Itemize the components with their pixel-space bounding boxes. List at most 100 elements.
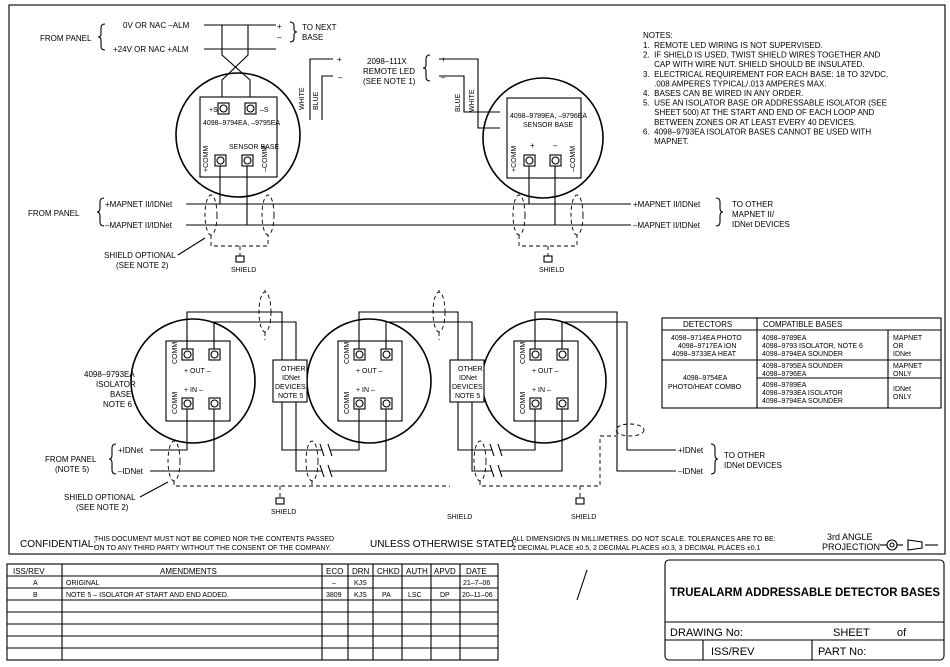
mcomm-label: –COMM bbox=[262, 146, 269, 172]
note-line: 6. 4098–9793EA ISOLATOR BASES CANNOT BE … bbox=[643, 127, 871, 136]
idnet-pos-label: +IDNet bbox=[678, 446, 704, 455]
terminal-screw bbox=[525, 156, 534, 165]
shield-ellipse bbox=[261, 194, 275, 236]
remote-led-label: (SEE NOTE 1) bbox=[363, 77, 416, 86]
minus-sign: – bbox=[338, 73, 343, 82]
note-line: 5. USE AN ISOLATOR BASE OR ADDRESSABLE I… bbox=[643, 99, 887, 108]
isolator-label: 4098–9793EA bbox=[84, 370, 135, 379]
to-other-label: TO OTHER bbox=[724, 451, 765, 460]
brace bbox=[289, 21, 298, 43]
shield-label: SHIELD bbox=[571, 514, 596, 521]
other-devices-label: IDNet bbox=[459, 375, 477, 382]
amend-header: DATE bbox=[466, 567, 487, 576]
shield-drain bbox=[518, 235, 578, 256]
white-wire bbox=[309, 58, 333, 120]
to-next-label: BASE bbox=[302, 33, 323, 42]
plus-sign: + bbox=[530, 141, 535, 150]
base-title: SENSOR BASE bbox=[229, 144, 280, 151]
out-label: + OUT – bbox=[356, 368, 383, 375]
projection-symbol-icon bbox=[880, 539, 938, 551]
wire bbox=[281, 402, 360, 451]
base-model-label: 4098–9794EA, –9795EA bbox=[203, 120, 280, 127]
table-cell: 4098–9717EA ION bbox=[678, 343, 736, 350]
wire-nut bbox=[575, 497, 585, 505]
to-other-label: TO OTHER bbox=[732, 200, 773, 209]
of-label: of bbox=[897, 627, 907, 639]
table-cell: 4098–9793EA ISOLATOR bbox=[762, 390, 843, 397]
shield-ellipse bbox=[305, 440, 319, 482]
note-line: 4. BASES CAN BE WIRED IN ANY ORDER. bbox=[643, 89, 803, 98]
shield-optional-label: SHIELD OPTIONAL bbox=[104, 251, 176, 260]
alm-pos-label: +24V OR NAC +ALM bbox=[113, 45, 189, 54]
base-title: SENSOR BASE bbox=[523, 122, 574, 129]
white-wire-right bbox=[439, 75, 500, 113]
drawing-title: TRUEALARM ADDRESSABLE DETECTOR BASES bbox=[670, 585, 940, 599]
title-block: TRUEALARM ADDRESSABLE DETECTOR BASES DRA… bbox=[664, 559, 945, 661]
note-line: 2. IF SHIELD IS USED, TWIST SHIELD WIRES… bbox=[643, 51, 880, 60]
amend-header: ISS/REV bbox=[13, 567, 45, 576]
note-line: .008 AMPERES TYPICAL/.013 AMPERES MAX. bbox=[643, 79, 826, 88]
comm-label: COMM bbox=[520, 392, 527, 414]
wire bbox=[534, 311, 676, 472]
from-panel-label: FROM PANEL bbox=[45, 455, 97, 464]
wire bbox=[561, 321, 676, 451]
projection-label: 3rd ANGLE bbox=[827, 532, 873, 542]
shield-optional-label: SHIELD OPTIONAL bbox=[64, 493, 136, 502]
wire bbox=[385, 321, 473, 360]
title-block-frame bbox=[664, 559, 945, 661]
amend-cell: A bbox=[33, 580, 38, 587]
note-line: CAP WITH WIRE NUT. SHIELD SHOULD BE INSU… bbox=[643, 60, 865, 69]
note-line: 3. ELECTRICAL REQUIREMENT FOR EACH BASE:… bbox=[643, 70, 888, 79]
table-cell: IDNet bbox=[893, 386, 911, 393]
compat-table-frame bbox=[661, 317, 942, 409]
confidential-text: THIS DOCUMENT MUST NOT BE COPIED NOR THE… bbox=[94, 536, 334, 543]
table-cell: 4098–9796EA bbox=[762, 371, 807, 378]
shield-label: SHIELD bbox=[539, 267, 564, 274]
terminal-screw bbox=[243, 156, 252, 165]
ps-label: +S bbox=[209, 107, 218, 114]
note-line: SHEET 500) AT THE START AND END OF EACH … bbox=[643, 108, 875, 117]
terminal-screw bbox=[531, 399, 540, 408]
dims-text: ALL DIMENSIONS IN MILLIMETRES. DO NOT SC… bbox=[512, 536, 776, 543]
shield-ellipse bbox=[570, 194, 584, 236]
compat-table: DETECTORS COMPATIBLE BASES 4098–9714EA P… bbox=[661, 317, 942, 409]
comm-label: COMM bbox=[344, 392, 351, 414]
minus-sign: – bbox=[553, 141, 558, 150]
amend-cell: LSC bbox=[408, 592, 422, 599]
shield-ellipse bbox=[615, 423, 645, 437]
from-panel-label: FROM PANEL bbox=[40, 34, 92, 43]
alm-neg-label: 0V OR NAC –ALM bbox=[123, 21, 190, 30]
mapnet-neg-label: –MAPNET II/IDNet bbox=[633, 221, 701, 230]
isolator-label: ISOLATOR bbox=[96, 380, 136, 389]
from-panel-label: (NOTE 5) bbox=[55, 465, 90, 474]
amend-cell: DP bbox=[440, 592, 450, 599]
wire-nut bbox=[235, 255, 245, 263]
shield-optional-label: (SEE NOTE 2) bbox=[116, 261, 169, 270]
in-label: + IN – bbox=[532, 387, 551, 394]
drawing-no-label: DRAWING No: bbox=[670, 627, 743, 639]
amend-cell: ORIGINAL bbox=[66, 580, 100, 587]
in-label: + IN – bbox=[184, 387, 203, 394]
isolator-label: NOTE 6 bbox=[103, 400, 132, 409]
shield-drain bbox=[264, 290, 440, 340]
projection-cone bbox=[907, 539, 923, 551]
other-devices-label: NOTE 5 bbox=[455, 393, 480, 400]
shield-label: SHIELD bbox=[271, 509, 296, 516]
sheet-label: SHEET bbox=[833, 627, 870, 639]
table-cell: 4098–9795EA SOUNDER bbox=[762, 363, 843, 370]
plus-sign: + bbox=[277, 22, 282, 31]
leader-line bbox=[139, 481, 169, 498]
other-devices-box-2 bbox=[449, 359, 485, 403]
mapnet-neg-label: –MAPNET II/IDNet bbox=[105, 221, 173, 230]
terminal-screw bbox=[216, 156, 225, 165]
plus-sign: + bbox=[337, 55, 342, 64]
wire bbox=[221, 25, 251, 104]
part-no-label: PART No: bbox=[818, 646, 866, 658]
table-cell: PHOTO/HEAT COMBO bbox=[668, 384, 742, 391]
amend-cell: B bbox=[33, 592, 38, 599]
base-left-circle bbox=[175, 72, 301, 198]
shield-optional-label: (SEE NOTE 2) bbox=[76, 503, 129, 512]
table-cell: 4098–9793 ISOLATOR, NOTE 6 bbox=[762, 343, 863, 350]
shield-label: SHIELD bbox=[447, 514, 472, 521]
